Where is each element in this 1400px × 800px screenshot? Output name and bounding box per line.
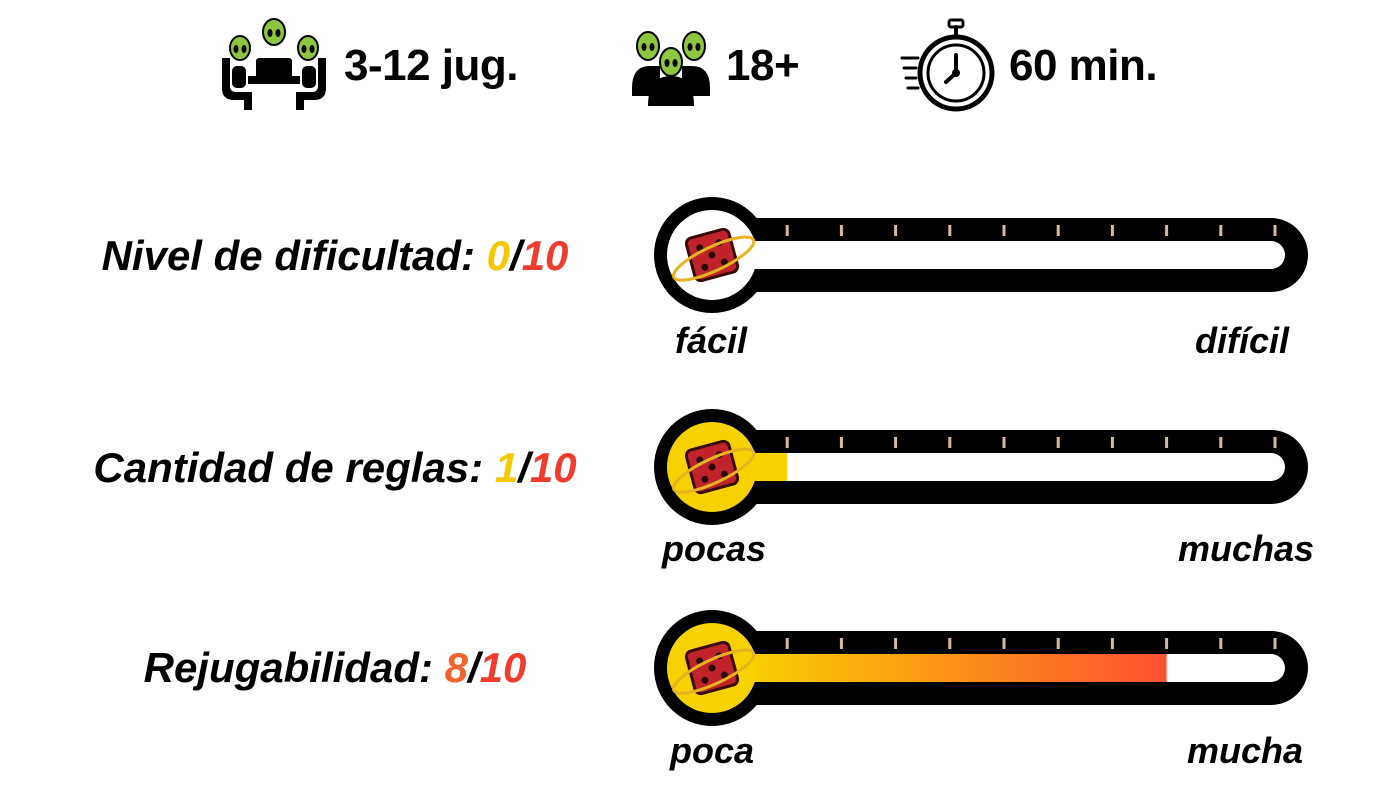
- rating-label: Rejugabilidad: 8/10: [55, 644, 615, 692]
- duration-stat: 60 min.: [900, 18, 1158, 113]
- meter-tick: [894, 437, 898, 448]
- meter-tick: [839, 225, 843, 236]
- rating-max: 10: [521, 232, 569, 279]
- rating-value: 1: [494, 444, 519, 491]
- dice-pip: [708, 664, 716, 672]
- meter-tick: [1219, 437, 1223, 448]
- dice-pip: [708, 463, 716, 471]
- planet-ring: [671, 648, 756, 695]
- players-text: 3-12 jug.: [344, 40, 519, 90]
- planet-ring: [671, 235, 756, 282]
- dice-pip: [720, 671, 728, 679]
- age-text: 18+: [726, 40, 800, 90]
- alien-group-icon: [632, 30, 710, 106]
- dice-pip: [701, 263, 709, 271]
- players-stat: 3-12 jug.: [218, 18, 519, 113]
- meter-tick: [1110, 225, 1114, 236]
- meter-tick: [1273, 225, 1277, 236]
- meter-tick: [1273, 638, 1277, 649]
- meter-tick: [1002, 638, 1006, 649]
- dice-pip: [708, 251, 716, 259]
- meter-tick: [1165, 225, 1169, 236]
- meter-tick: [785, 638, 789, 649]
- rating-value: 8: [444, 644, 468, 691]
- dice-pip: [720, 258, 728, 266]
- meter-tick: [1165, 437, 1169, 448]
- meter-tick: [948, 638, 952, 649]
- planet-dice-icon: [671, 640, 756, 696]
- rating-title: Rejugabilidad:: [143, 644, 445, 691]
- max-label: muchas: [1178, 528, 1315, 569]
- meter-tick: [785, 225, 789, 236]
- duration-text: 60 min.: [1009, 40, 1158, 90]
- meter-tick: [894, 225, 898, 236]
- rating-label: Cantidad de reglas: 1/10: [55, 444, 615, 492]
- meter-tick: [1056, 638, 1060, 649]
- alien-players-table-icon: [222, 18, 326, 110]
- rating-separator: /: [518, 444, 530, 491]
- age-stat: 18+: [630, 18, 800, 113]
- meter-tick: [1219, 638, 1223, 649]
- rating-max: 10: [479, 644, 527, 691]
- meter-tick: [948, 225, 952, 236]
- rating-separator: /: [467, 644, 480, 691]
- meter-tick: [1219, 225, 1223, 236]
- max-label: mucha: [1187, 730, 1304, 771]
- meter-fill: [740, 654, 1167, 682]
- max-label: difícil: [1195, 320, 1290, 361]
- planet-dice-icon: [671, 439, 756, 495]
- rating-value: 0: [486, 232, 511, 279]
- meter-tick: [1110, 437, 1114, 448]
- meter-tick: [1165, 638, 1169, 649]
- rating-separator: /: [510, 232, 522, 279]
- dice-pip: [720, 470, 728, 478]
- meter-tick: [1002, 225, 1006, 236]
- rating-max: 10: [529, 444, 577, 491]
- meter-tick: [1056, 225, 1060, 236]
- stopwatch-icon: [900, 18, 995, 112]
- meter-channel: [740, 453, 1285, 481]
- meter-tick: [1002, 437, 1006, 448]
- min-label: fácil: [675, 320, 748, 361]
- meter-channel: [740, 241, 1285, 269]
- meter-tick: [1110, 638, 1114, 649]
- planet-dice-icon: [671, 227, 756, 283]
- meter-tick: [894, 638, 898, 649]
- min-label: pocas: [662, 528, 767, 569]
- meter-tick: [839, 638, 843, 649]
- rating-title: Nivel de dificultad:: [101, 232, 487, 279]
- dice-pip: [701, 475, 709, 483]
- planet-ring: [671, 447, 756, 494]
- rating-label: Nivel de dificultad: 0/10: [55, 232, 615, 280]
- rating-title: Cantidad de reglas:: [93, 444, 495, 491]
- dice-pip: [701, 676, 709, 684]
- meter-tick: [1056, 437, 1060, 448]
- meter-tick: [948, 437, 952, 448]
- meter-tick: [839, 437, 843, 448]
- meter-tick: [1273, 437, 1277, 448]
- meter-tick: [785, 437, 789, 448]
- min-label: poca: [670, 730, 755, 771]
